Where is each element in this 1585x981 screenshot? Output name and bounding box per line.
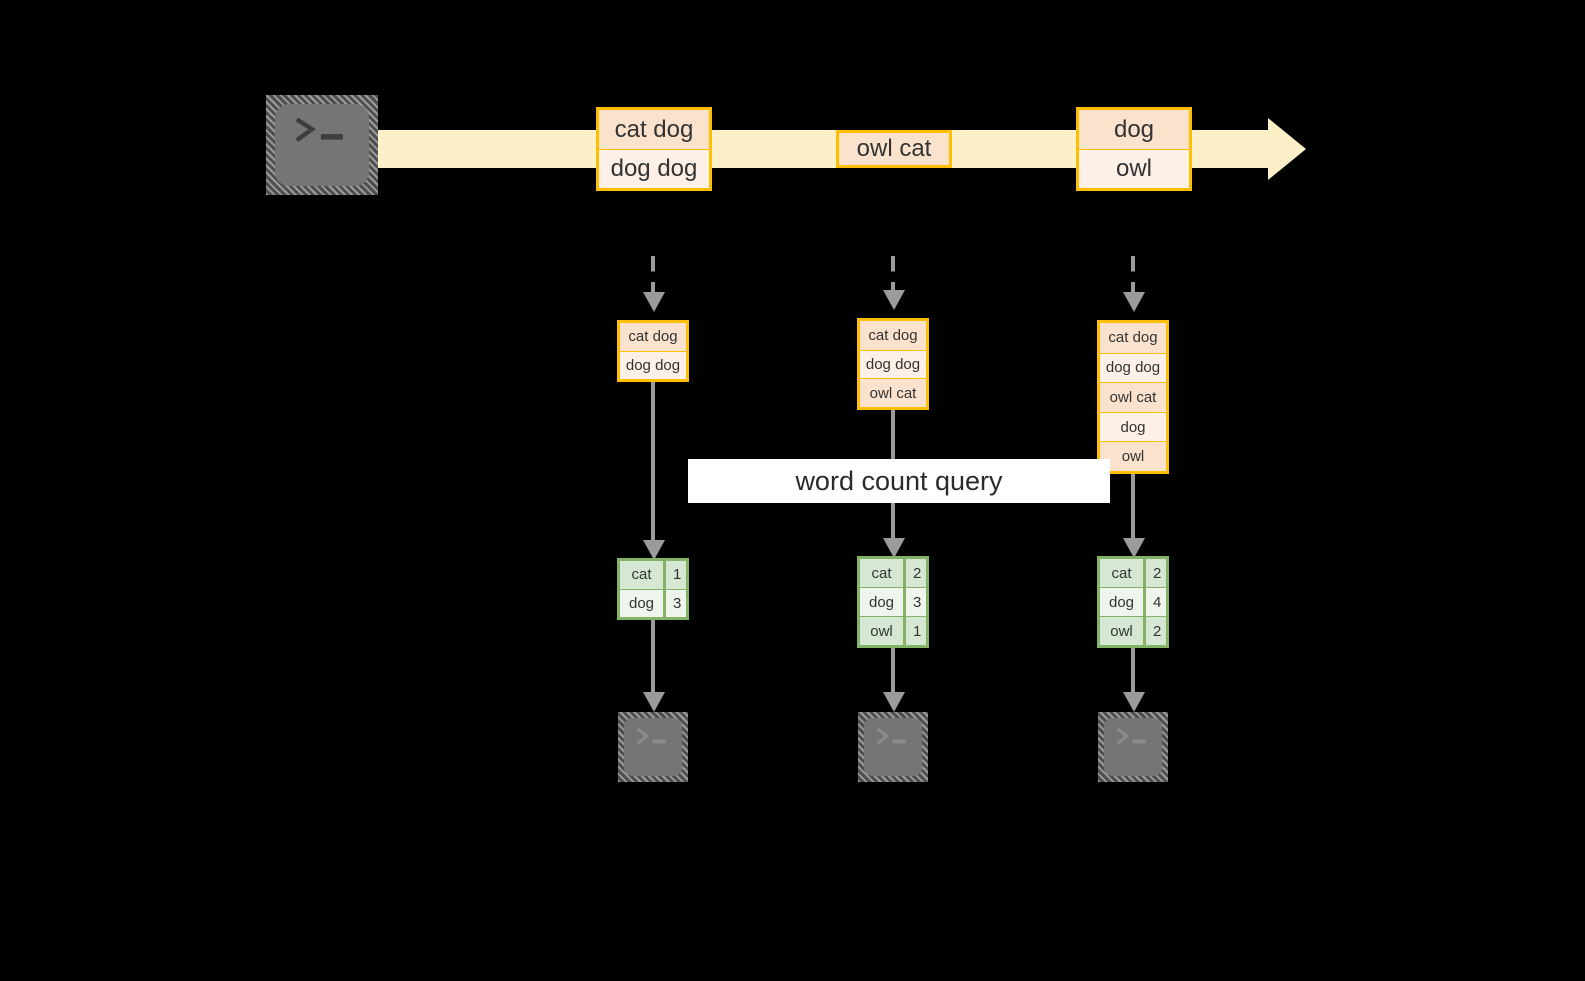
snapshot-row: dog dog <box>860 349 926 379</box>
arrow-head-icon <box>643 540 665 560</box>
result-word: dog <box>620 589 666 617</box>
snapshot-row: cat dog <box>1100 323 1166 353</box>
result-word: cat <box>620 561 666 589</box>
result-row: cat 1 <box>620 561 686 589</box>
terminal-screen <box>1104 718 1162 776</box>
snapshot-1[interactable]: cat dog dog dog <box>617 320 689 382</box>
stream-to-snapshot-connector-1 <box>651 256 655 296</box>
result-count: 2 <box>1146 559 1166 587</box>
snapshot-row: owl cat <box>860 378 926 408</box>
query-connector-1 <box>651 382 655 548</box>
result-3[interactable]: cat 2 dog 4 owl 2 <box>1097 556 1169 648</box>
stream-event-line: owl cat <box>839 133 949 165</box>
result-count: 4 <box>1146 588 1166 616</box>
terminal-screen <box>864 718 922 776</box>
result-to-sink-connector-3 <box>1131 648 1135 700</box>
result-count: 3 <box>666 589 686 617</box>
snapshot-row: dog dog <box>1100 352 1166 383</box>
snapshot-row: dog dog <box>620 350 686 379</box>
arrow-head-icon <box>883 538 905 558</box>
stream-event-group-3[interactable]: dog owl <box>1076 107 1192 191</box>
stream-arrowhead-icon <box>1268 118 1306 180</box>
result-count: 2 <box>1146 617 1166 645</box>
arrow-head-icon <box>1123 538 1145 558</box>
snapshot-row: owl cat <box>1100 382 1166 412</box>
result-2[interactable]: cat 2 dog 3 owl 1 <box>857 556 929 648</box>
result-count: 1 <box>906 617 926 645</box>
arrow-head-icon <box>643 292 665 312</box>
stream-to-snapshot-connector-2 <box>891 256 895 294</box>
query-connector-3 <box>1131 474 1135 546</box>
query-label: word count query <box>688 459 1110 503</box>
sink-terminal-1[interactable] <box>618 712 688 782</box>
terminal-prompt-icon <box>1112 726 1153 749</box>
result-count: 3 <box>906 588 926 616</box>
result-row: cat 2 <box>860 559 926 587</box>
result-to-sink-connector-1 <box>651 620 655 700</box>
arrow-head-icon <box>1123 692 1145 712</box>
terminal-screen <box>624 718 682 776</box>
snapshot-row: cat dog <box>620 323 686 351</box>
result-to-sink-connector-2 <box>891 648 895 700</box>
sink-terminal-2[interactable] <box>858 712 928 782</box>
result-count: 1 <box>666 561 686 589</box>
snapshot-2[interactable]: cat dog dog dog owl cat <box>857 318 929 410</box>
result-row: cat 2 <box>1100 559 1166 587</box>
arrow-head-icon <box>643 692 665 712</box>
stream-event-group-1[interactable]: cat dog dog dog <box>596 107 712 191</box>
result-row: dog 3 <box>620 588 686 617</box>
stream-event-line: owl <box>1079 149 1189 188</box>
result-word: dog <box>860 588 906 616</box>
snapshot-row: dog <box>1100 411 1166 442</box>
result-row: dog 3 <box>860 587 926 616</box>
result-word: cat <box>1100 559 1146 587</box>
source-terminal[interactable] <box>266 95 378 195</box>
arrow-head-icon <box>1123 292 1145 312</box>
result-word: owl <box>860 617 906 645</box>
terminal-prompt-icon <box>632 726 673 749</box>
terminal-screen <box>275 104 369 186</box>
stream-to-snapshot-connector-3 <box>1131 256 1135 296</box>
snapshot-3[interactable]: cat dog dog dog owl cat dog owl <box>1097 320 1169 474</box>
stream-event-group-2[interactable]: owl cat <box>836 130 952 168</box>
arrow-head-icon <box>883 290 905 310</box>
stream-event-line: cat dog <box>599 110 709 149</box>
snapshot-row: owl <box>1100 441 1166 472</box>
result-row: owl 1 <box>860 616 926 645</box>
arrow-head-icon <box>883 692 905 712</box>
stream-event-line: dog dog <box>599 149 709 188</box>
result-row: owl 2 <box>1100 616 1166 645</box>
result-1[interactable]: cat 1 dog 3 <box>617 558 689 620</box>
result-word: owl <box>1100 617 1146 645</box>
terminal-prompt-icon <box>872 726 913 749</box>
snapshot-row: cat dog <box>860 321 926 350</box>
stream-event-line: dog <box>1079 110 1189 149</box>
result-count: 2 <box>906 559 926 587</box>
sink-terminal-3[interactable] <box>1098 712 1168 782</box>
result-row: dog 4 <box>1100 587 1166 616</box>
result-word: cat <box>860 559 906 587</box>
result-word: dog <box>1100 588 1146 616</box>
terminal-prompt-icon <box>288 115 354 148</box>
